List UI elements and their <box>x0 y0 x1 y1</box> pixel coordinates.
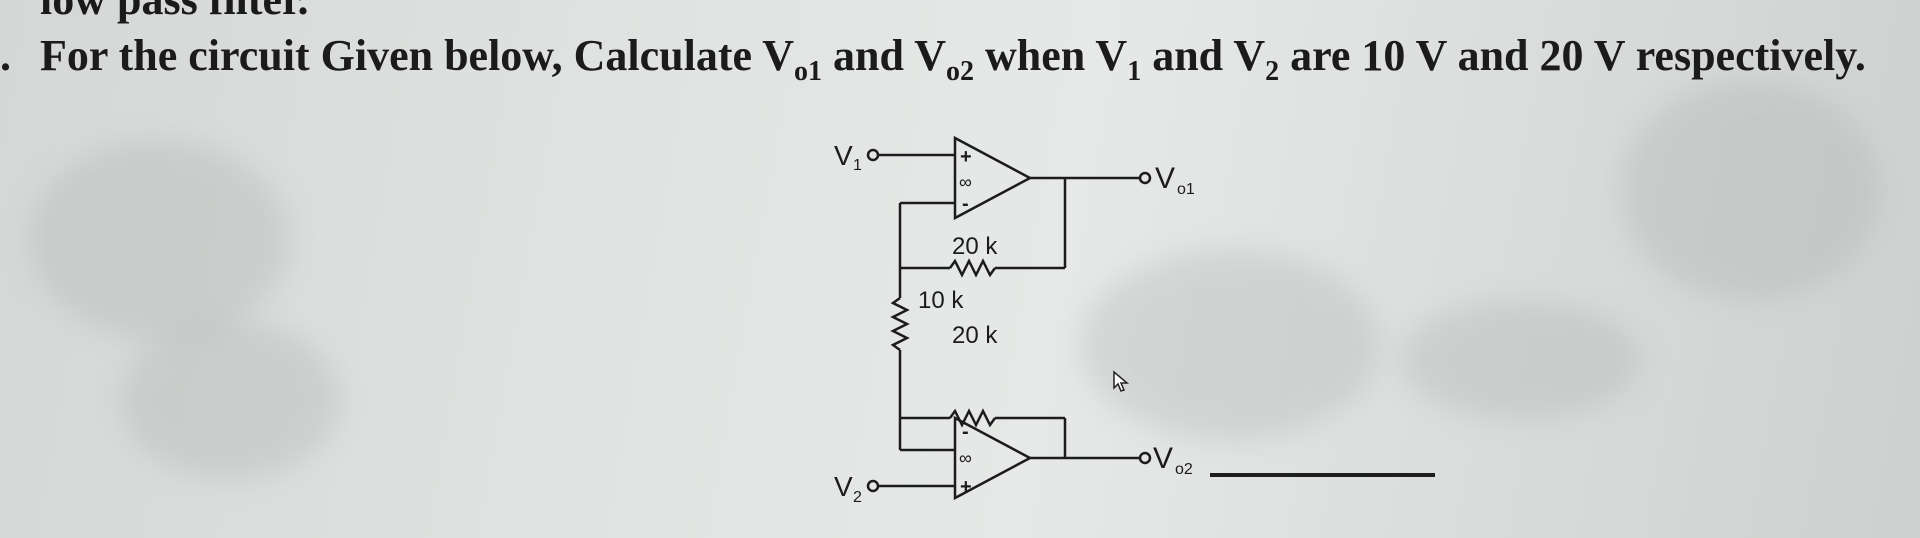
v1-terminal <box>866 148 880 162</box>
label-r-mid: 20 k <box>952 322 998 349</box>
opamp2-infinity: ∞ <box>959 448 972 468</box>
label-v2-sub: 2 <box>853 489 862 506</box>
opamp1-infinity: ∞ <box>959 172 972 192</box>
label-v1-sub: 1 <box>853 157 862 174</box>
resistor-10k <box>890 296 910 352</box>
circuit-diagram: V 1 V 2 V o1 V o2 20 k 10 k 20 k + ∞ - -… <box>834 135 1195 506</box>
answer-underline <box>1210 473 1435 477</box>
opamp2-minus: - <box>962 421 969 443</box>
resistor-20k-mid <box>948 408 997 428</box>
vo2-terminal <box>1138 451 1152 465</box>
resistor-20k-top <box>948 258 997 278</box>
label-vo1: V <box>1155 162 1175 195</box>
v2-terminal <box>866 479 880 493</box>
opamp-2 <box>953 415 1033 501</box>
vo1-terminal <box>1138 171 1152 185</box>
question-sentence: For the circuit Given below, Calculate V… <box>40 31 1866 87</box>
label-vo1-sub: o1 <box>1177 181 1195 198</box>
label-vo2: V <box>1153 442 1173 475</box>
mouse-pointer-icon <box>1113 370 1130 392</box>
cut-off-heading: low pass filter. <box>40 0 309 25</box>
opamp1-minus: - <box>962 193 969 215</box>
opamp2-plus: + <box>960 476 972 498</box>
opamp-1 <box>953 135 1033 221</box>
opamp1-plus: + <box>960 146 972 168</box>
label-v1: V <box>834 140 853 171</box>
label-vo2-sub: o2 <box>1175 461 1193 478</box>
question-text: . For the circuit Given below, Calculate… <box>0 30 1920 90</box>
question-number: . <box>0 31 11 80</box>
label-v2: V <box>834 471 853 502</box>
label-r-left: 10 k <box>918 287 964 314</box>
label-r-top: 20 k <box>952 233 998 260</box>
